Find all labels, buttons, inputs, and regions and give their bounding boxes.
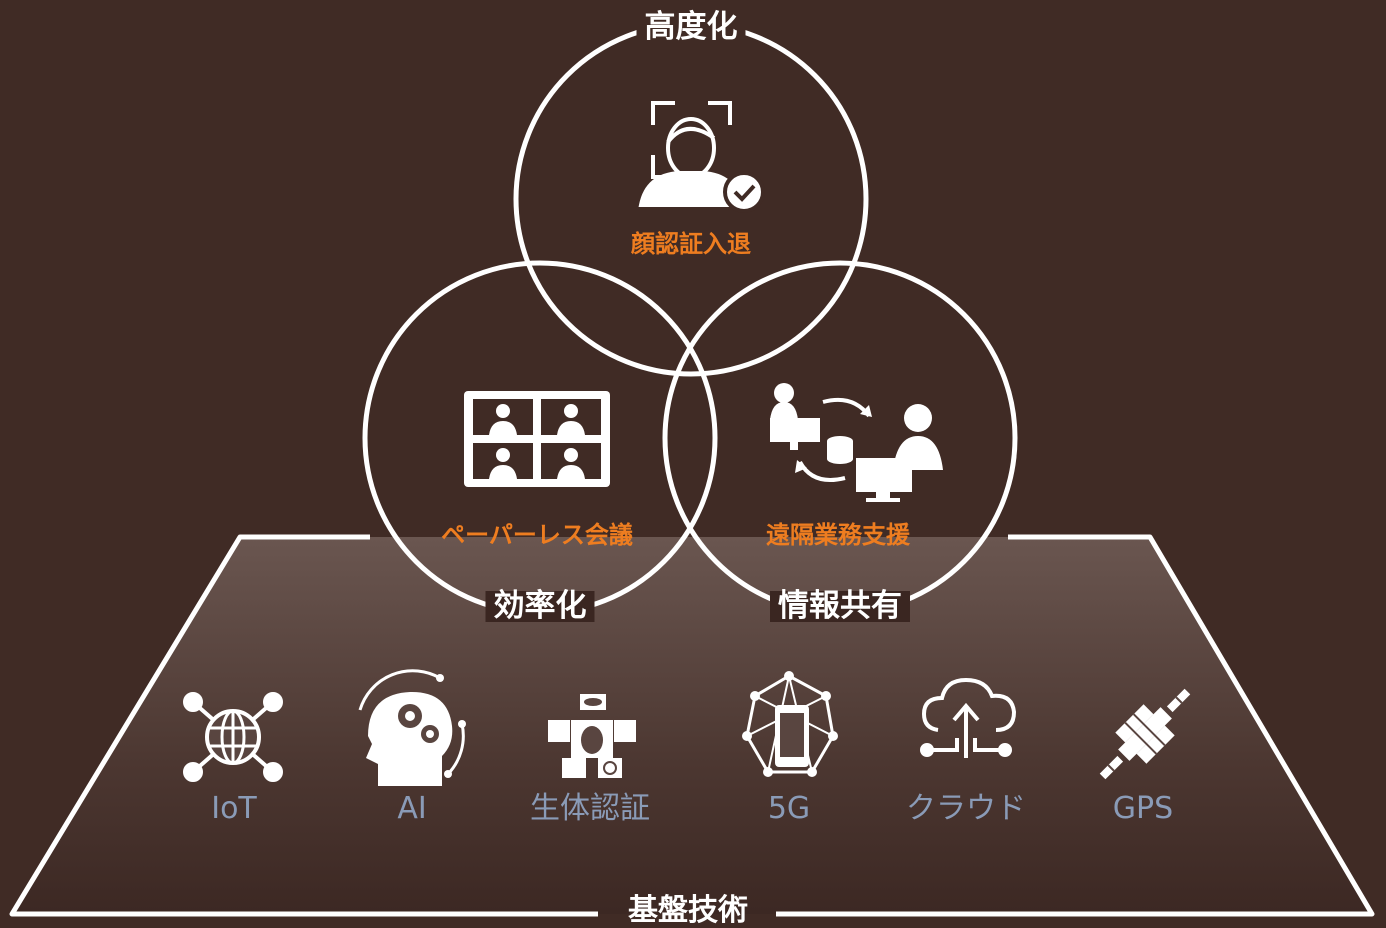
caption-left: 効率化 <box>485 591 595 622</box>
tech-label-gps: GPS <box>1112 791 1174 826</box>
tech-label-5g: 5G <box>767 791 811 826</box>
iot-network-icon <box>183 692 283 782</box>
base-platform <box>12 537 1372 914</box>
feature-left: ペーパーレス会議 <box>441 521 633 549</box>
video-conference-icon <box>464 391 610 487</box>
feature-top: 顔認証入退 <box>631 230 751 258</box>
tech-label-ai: AI <box>397 791 427 826</box>
remote-support-icon <box>770 383 943 502</box>
face-recognition-icon <box>638 101 765 213</box>
tech-label-iot: IoT <box>211 791 257 826</box>
base-platform-outline-right <box>776 534 1375 917</box>
tech-label-cloud: クラウド <box>906 791 1026 826</box>
biometrics-icon <box>548 694 636 778</box>
base-platform-outline-left <box>9 534 598 917</box>
5g-smartphone-icon <box>742 671 838 777</box>
feature-right: 遠隔業務支援 <box>766 521 910 549</box>
caption-base: 基盤技術 <box>628 893 748 928</box>
satellite-icon <box>1099 688 1191 780</box>
cloud-upload-icon <box>920 677 1017 758</box>
caption-right: 情報共有 <box>770 591 910 622</box>
caption-top: 高度化 <box>636 12 746 43</box>
ai-head-gears-icon <box>358 669 466 786</box>
tech-label-biometrics: 生体認証 <box>530 791 650 826</box>
